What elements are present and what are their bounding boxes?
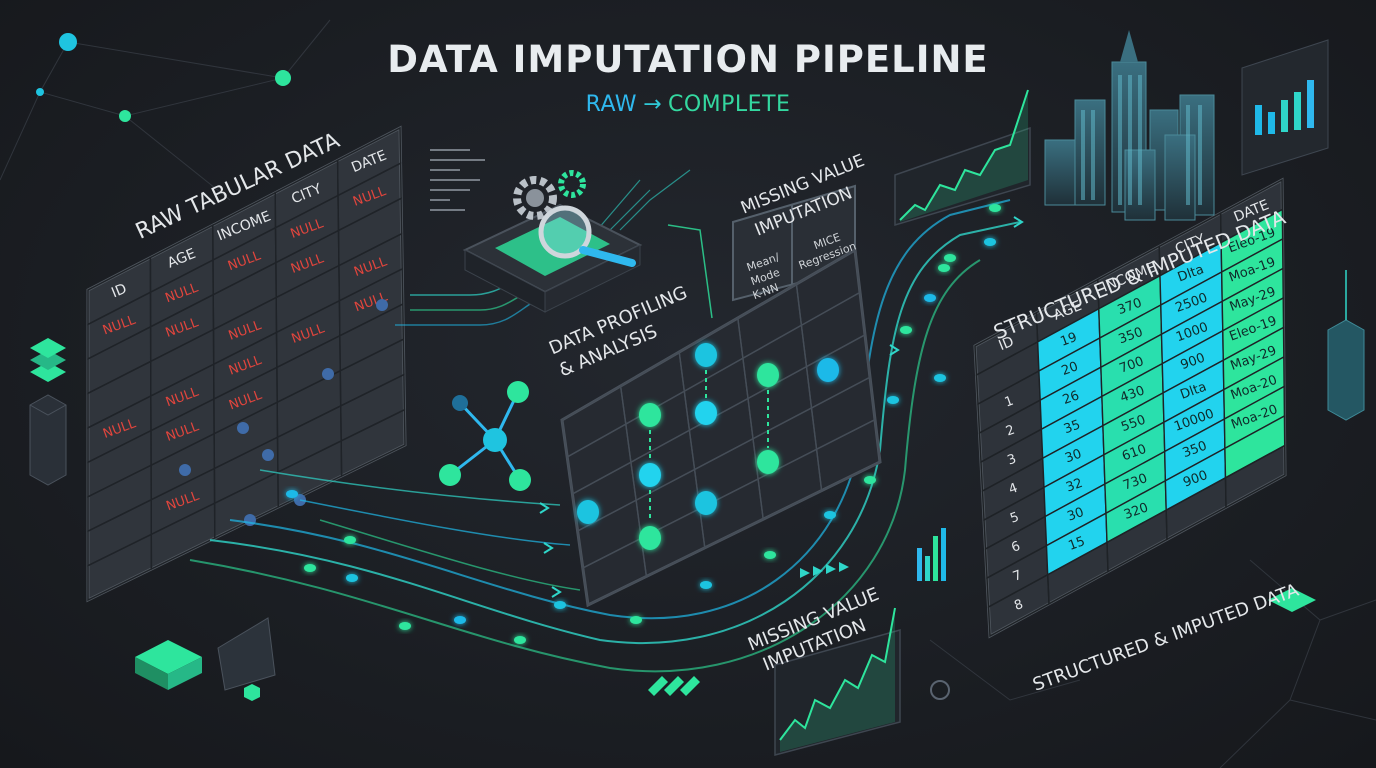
flow-particle: [700, 581, 712, 589]
flow-particle: [399, 622, 411, 630]
network-node: [59, 33, 77, 51]
gear-icon: [513, 176, 557, 220]
profiling-device: [430, 149, 643, 313]
result-table-cell: 32: [1064, 476, 1085, 496]
bar-chart-icon: [1241, 39, 1329, 176]
raw-table-connector: [179, 464, 191, 476]
result-table-cell: 26: [1061, 388, 1082, 408]
flow-particle: [984, 238, 996, 246]
raw-table-connector: [237, 422, 249, 434]
flow-particle: [554, 601, 566, 609]
network-node-group: [36, 33, 291, 122]
raw-table-connector: [376, 299, 388, 311]
imputation-grid-panel: [560, 247, 882, 608]
subtitle-raw: RAW: [585, 92, 638, 117]
subtitle-complete: COMPLETE: [668, 92, 791, 117]
result-table-cell: [1224, 444, 1286, 509]
network-graph-icon: [439, 381, 531, 491]
imputed-value-dot: [577, 500, 599, 524]
flow-arrowhead: [551, 586, 562, 598]
result-table-header: ID: [996, 334, 1016, 354]
flow-particle: [514, 636, 526, 644]
play-arrows-icon: [800, 562, 849, 578]
imputed-value-dot: [639, 526, 661, 550]
flow-arrowhead: [539, 502, 550, 514]
flow-particle: [989, 204, 1001, 212]
tile-block-right: [1268, 588, 1316, 612]
imputed-value-dot: [639, 403, 661, 427]
result-table: IDAGEINCOMECITYDATE19370DltaEleo-1912035…: [973, 177, 1287, 639]
imputed-value-dot: [639, 463, 661, 487]
ring-icon: [930, 680, 950, 700]
flow-particle: [924, 294, 936, 302]
city-skyline: [1044, 30, 1215, 221]
layer-stack-icon: [30, 338, 66, 382]
flow-particle: [900, 326, 912, 334]
flow-particle: [346, 574, 358, 582]
raw-table-connector: [322, 368, 334, 380]
result-table-cell: 30: [1063, 447, 1084, 467]
flow-arrowhead: [889, 344, 900, 356]
flow-particle: [938, 264, 950, 272]
small-gear-icon: [558, 170, 586, 198]
prism-block: [217, 617, 276, 691]
raw-table-connector: [262, 449, 274, 461]
hexagon-icon: [244, 684, 260, 701]
flow-particle: [944, 254, 956, 262]
result-table-cell: 15: [1066, 534, 1087, 554]
imputed-value-dot: [695, 343, 717, 367]
raw-table: IDAGEINCOMECITYDATENULLNULLNULLNULLNULLN…: [86, 125, 407, 603]
result-table-cell: 35: [1062, 418, 1083, 438]
imputed-value-dot: [757, 450, 779, 474]
network-node: [119, 110, 131, 122]
page-title: DATA IMPUTATION PIPELINE: [387, 38, 989, 81]
page-subtitle: RAW→COMPLETE: [0, 92, 1376, 117]
imputation-grid: [560, 247, 882, 608]
small-bar-chart-icon: [917, 528, 946, 581]
tile-block: [135, 640, 202, 690]
flow-particle: [864, 476, 876, 484]
flow-particle: [934, 374, 946, 382]
raw-table-cell: [340, 408, 406, 478]
raw-table-header: ID: [109, 281, 129, 301]
flow-particles: [286, 204, 1024, 644]
flow-particle: [454, 616, 466, 624]
flow-particle: [304, 564, 316, 572]
subtitle-arrow-icon: →: [643, 92, 662, 117]
flow-arrowhead: [1013, 216, 1024, 228]
network-node: [275, 70, 291, 86]
result-table-cell: 19: [1058, 330, 1079, 350]
chevron-arrows-icon: [648, 676, 700, 696]
line-chart-top: [894, 89, 1031, 227]
imputation-grid-cell: [815, 418, 881, 492]
result-table-cell: 30: [1065, 505, 1086, 525]
imputed-value-dot: [757, 363, 779, 387]
server-block: [29, 394, 67, 486]
flow-particle: [286, 490, 298, 498]
flow-particle: [824, 511, 836, 519]
network-node: [36, 88, 44, 96]
flow-particle: [887, 396, 899, 404]
flow-particle: [344, 536, 356, 544]
right-tower: [1327, 270, 1365, 421]
flow-arrowhead: [543, 542, 554, 554]
line-chart-bottom: [774, 607, 901, 756]
imputed-value-dot: [695, 491, 717, 515]
flow-particle: [764, 551, 776, 559]
flow-particle: [630, 616, 642, 624]
imputed-value-dot: [695, 401, 717, 425]
result-table-cell: 20: [1060, 359, 1081, 379]
magnifier-icon: [538, 205, 636, 267]
imputed-value-dot: [817, 358, 839, 382]
